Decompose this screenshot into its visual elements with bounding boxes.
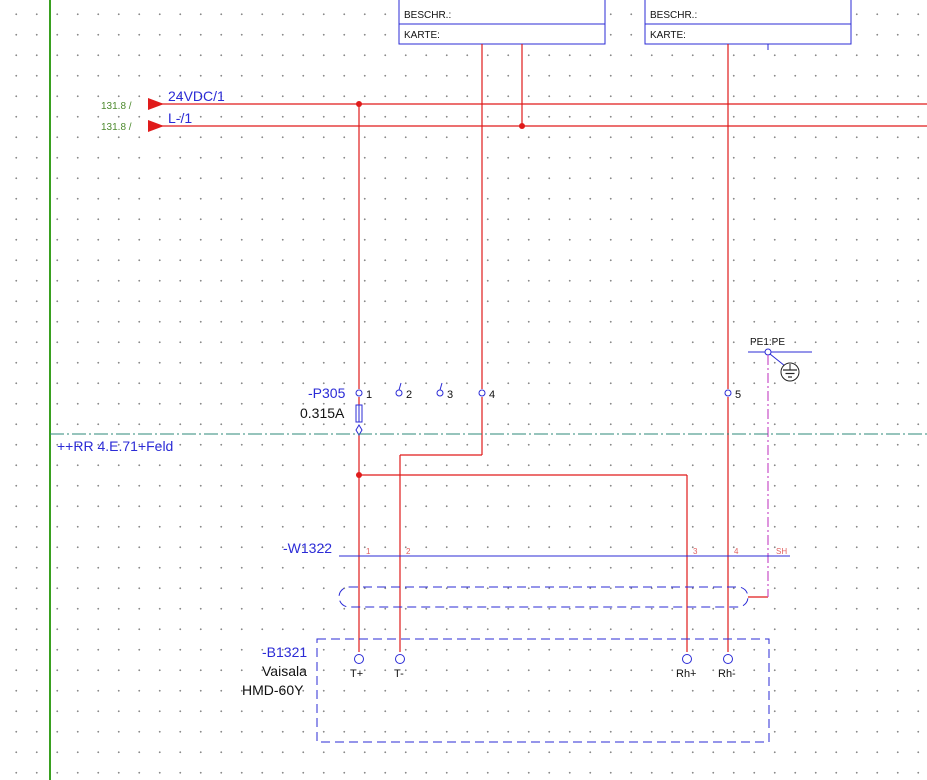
title-block-1-karte-label: KARTE:: [404, 30, 440, 41]
title-block-2: BESCHR.: KARTE:: [644, 0, 852, 45]
device-manufacturer: Vaisala: [262, 663, 307, 679]
device-pin-tplus-label: T+: [350, 668, 363, 680]
device-b1321[interactable]: -B1321 Vaisala HMD-60Y T+ T- Rh+ Rh-: [242, 638, 770, 743]
device-boundary: [316, 638, 770, 743]
junction-dot: [356, 472, 362, 478]
device-pin-tminus-icon: [395, 654, 405, 664]
supply-24vdc-ref: 131.8 /: [101, 101, 132, 112]
ground-icon: [780, 362, 800, 382]
device-pin-rhminus-icon: [723, 654, 733, 664]
device-pin-rhplus-icon: [682, 654, 692, 664]
supply-line-lminus[interactable]: 131.8 / L-/1: [101, 110, 927, 133]
terminal-1-icon: [355, 389, 363, 397]
title-block-2-karte-label: KARTE:: [650, 30, 686, 41]
supply-line-24vdc[interactable]: 131.8 / 24VDC/1: [101, 88, 927, 112]
device-pin-rhplus-label: Rh+: [676, 668, 697, 680]
junction-dot: [356, 101, 362, 107]
cable-conductor-3-label: 3: [693, 547, 698, 556]
title-block-2-beschr-label: BESCHR.:: [650, 10, 697, 21]
cable-conductor-1-label: 1: [366, 547, 371, 556]
wires: [358, 44, 768, 652]
terminal-strip-p305[interactable]: -P305 0.315A 1 2 3 4 5: [300, 382, 741, 436]
terminal-3-icon: [436, 389, 444, 397]
title-block-1-beschr-label: BESCHR.:: [404, 10, 451, 21]
terminal-strip-tag: -P305: [308, 385, 346, 401]
cable-conductor-2-label: 2: [406, 547, 411, 556]
supply-lminus-ref: 131.8 /: [101, 122, 132, 133]
terminal-4-label: 4: [489, 389, 495, 401]
pe-ground[interactable]: PE1:PE: [748, 337, 812, 382]
junction-dot: [519, 123, 525, 129]
terminal-1-label: 1: [366, 389, 372, 401]
title-block-1: BESCHR.: KARTE:: [398, 0, 606, 45]
cable-tag: -W1322: [283, 540, 332, 556]
terminal-4-icon: [478, 389, 486, 397]
cable-conductor-4-label: 4: [734, 547, 739, 556]
fuse-rating-label: 0.315A: [300, 405, 345, 421]
cable-shield-sleeve: [338, 586, 749, 608]
cable-w1322[interactable]: -W1322 1 2 3 4 SH: [283, 540, 790, 608]
device-pin-tminus-label: T-: [394, 668, 404, 680]
fuse-bottom-connector-icon: [355, 424, 363, 436]
terminal-2-icon: [395, 389, 403, 397]
device-model: HMD-60Y: [242, 682, 304, 698]
cable-conductor-sh-label: SH: [776, 547, 787, 556]
location-label[interactable]: ++RR 4.E.71+Feld: [57, 438, 173, 454]
terminal-2-label: 2: [406, 389, 412, 401]
supply-lminus-label: L-/1: [168, 110, 192, 126]
device-tag: -B1321: [262, 644, 307, 660]
terminal-3-label: 3: [447, 389, 453, 401]
pe-label: PE1:PE: [750, 337, 785, 348]
device-pin-rhminus-label: Rh-: [718, 668, 736, 680]
supply-24vdc-label: 24VDC/1: [168, 88, 225, 104]
device-pin-tplus-icon: [354, 654, 364, 664]
terminal-5-icon: [724, 389, 732, 397]
terminal-5-label: 5: [735, 389, 741, 401]
